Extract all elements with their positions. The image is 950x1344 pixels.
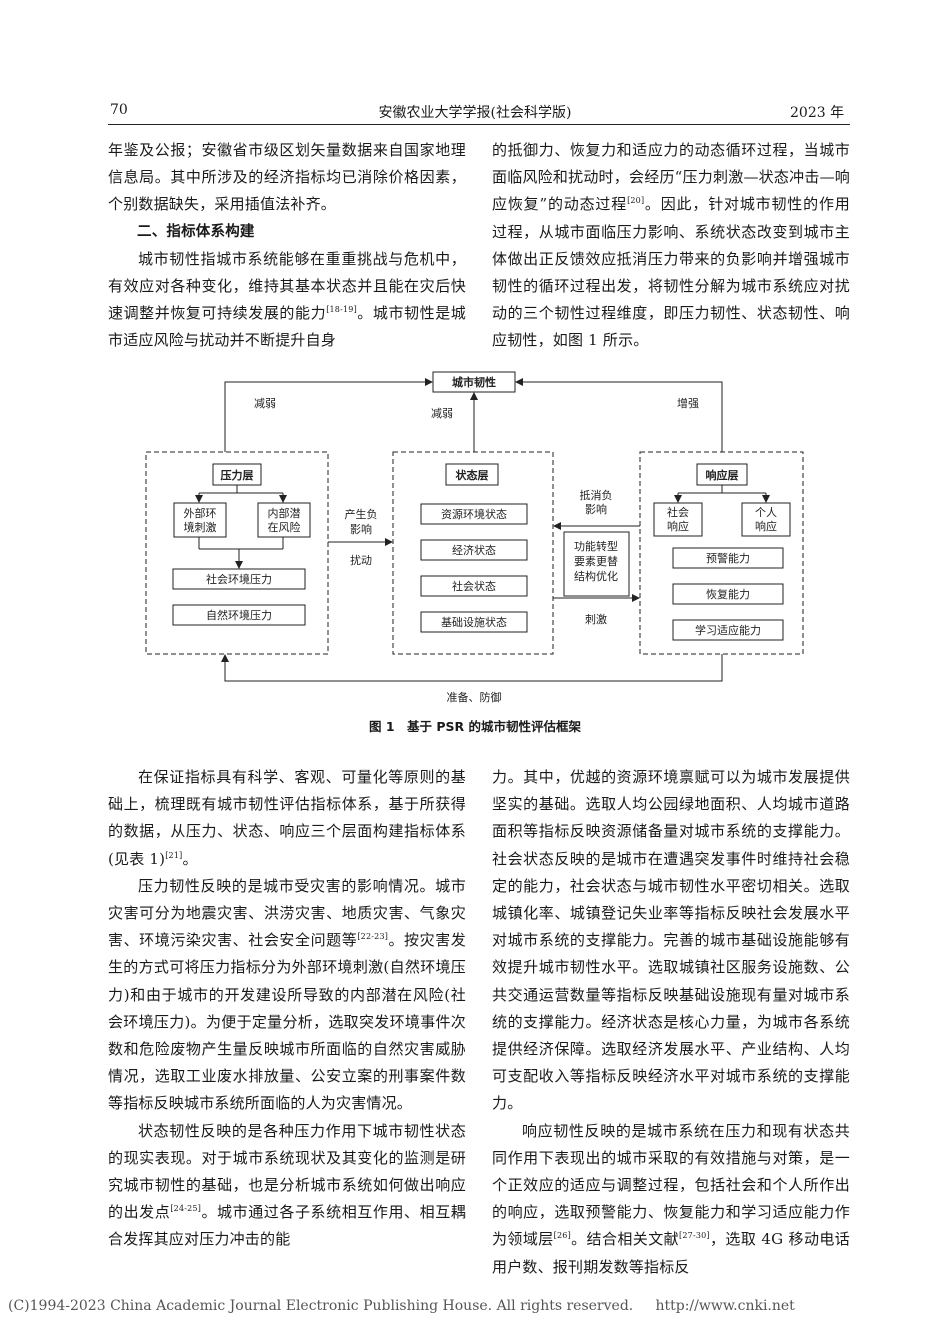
citation: [24-25]: [170, 1204, 202, 1214]
fig-label-disturb: 扰动: [350, 553, 372, 567]
fig-personal-response-2: 响应: [755, 519, 777, 533]
fig-state-item: 资源环境状态: [441, 507, 507, 521]
fig-top-label: 城市韧性: [452, 375, 496, 389]
fig-internal-2: 在风险: [268, 520, 301, 534]
fig-internal-1: 内部潜: [268, 506, 301, 520]
fig-social-response-1: 社会: [667, 505, 689, 519]
paragraph: 在保证指标具有科学、客观、可量化等原则的基础上，梳理既有城市韧性评估指标体系，基…: [108, 768, 466, 868]
header-rule: [108, 124, 850, 125]
citation: [20]: [627, 196, 645, 206]
fig-label-enhance: 增强: [677, 396, 699, 410]
fig-state-item: 经济状态: [452, 543, 496, 557]
pressure-layer-box: [145, 451, 329, 655]
bottom-right-column: 力。其中，优越的资源环境禀赋可以为城市发展提供坚实的基础。选取人均公园绿地面积、…: [492, 764, 850, 1281]
fig-response-item: 预警能力: [706, 551, 750, 565]
citation: [18-19]: [326, 305, 357, 315]
paragraph: 的抵御力、恢复力和适应力的动态循环过程，当城市面临风险和扰动时，会经历“压力刺激…: [492, 141, 850, 350]
fig-state-title: 状态层: [456, 468, 489, 482]
psr-framework-figure: 城市韧性 压力层 外部环 境刺激 内部潜 在风险 社会环境压力 自然环境压力 状…: [145, 371, 804, 704]
fig-label-offset-1: 抵消负: [580, 488, 613, 502]
figure-caption: 图 1 基于 PSR 的城市韧性评估框架: [368, 719, 582, 734]
top-right-column: 的抵御力、恢复力和适应力的动态循环过程，当城市面临风险和扰动时，会经历“压力刺激…: [492, 137, 850, 355]
fig-label-prepare: 准备、防御: [447, 690, 502, 704]
fig-external-2: 境刺激: [184, 520, 217, 534]
fig-label-stimulate: 刺激: [585, 612, 607, 626]
paragraph: 状态韧性反映的是各种压力作用下城市韧性状态的现实表现。对于城市系统现状及其变化的…: [108, 1121, 466, 1249]
fig-pressure-title: 压力层: [221, 468, 254, 482]
fig-response-item: 学习适应能力: [695, 623, 761, 637]
fig-middle-3: 结构优化: [574, 569, 618, 583]
journal-title: 安徽农业大学学报(社会科学版): [378, 105, 572, 121]
paragraph: 响应韧性反映的是城市系统在压力和现有状态共同作用下表现出的城市采取的有效措施与对…: [492, 1121, 850, 1276]
fig-response-item: 恢复能力: [706, 587, 750, 601]
citation: [26]: [553, 1231, 571, 1241]
fig-response-title: 响应层: [706, 468, 739, 482]
fig-natural-pressure: 自然环境压力: [206, 608, 272, 622]
transformation-box: [563, 531, 630, 597]
fig-social-pressure: 社会环境压力: [206, 572, 272, 586]
publication-year: 2023 年: [790, 105, 845, 121]
paragraph: 压力韧性反映的是城市受灾害的影响情况。城市灾害可分为地震灾害、洪涝灾害、地质灾害…: [108, 876, 466, 1113]
paragraph: 力。其中，优越的资源环境禀赋可以为城市发展提供坚实的基础。选取人均公园绿地面积、…: [492, 768, 850, 1113]
state-layer-box: [392, 451, 554, 655]
paragraph: 城市韧性指城市系统能够在重重挑战与危机中，有效应对各种变化，维持其基本状态并且能…: [108, 249, 466, 350]
citation: [27-30]: [679, 1231, 710, 1241]
page-number: 70: [110, 102, 128, 118]
fig-label-weaken-left: 减弱: [254, 397, 276, 410]
fig-label-weaken-mid: 减弱: [431, 407, 453, 420]
citation: [22-23]: [357, 932, 389, 942]
fig-state-item: 社会状态: [452, 579, 496, 593]
fig-label-produce-2: 影响: [350, 523, 372, 536]
fig-label-produce-1: 产生负: [345, 507, 378, 521]
fig-middle-2: 要素更替: [574, 554, 618, 568]
fig-state-item: 基础设施状态: [441, 615, 507, 629]
fig-social-response-2: 响应: [667, 519, 689, 533]
fig-personal-response-1: 个人: [755, 506, 777, 519]
fig-external-1: 外部环: [184, 506, 217, 520]
top-left-column: 年鉴及公报；安徽省市级区划矢量数据来自国家地理信息局。其中所涉及的经济指标均已消…: [108, 137, 466, 355]
citation: [21]: [165, 850, 183, 860]
fig-label-offset-2: 影响: [585, 503, 607, 516]
copyright-footer: (C)1994-2023 China Academic Journal Elec…: [8, 1298, 795, 1314]
section-heading: 二、指标体系构建: [137, 223, 255, 240]
bottom-left-column: 在保证指标具有科学、客观、可量化等原则的基础上，梳理既有城市韧性评估指标体系，基…: [108, 764, 466, 1254]
paragraph: 年鉴及公报；安徽省市级区划矢量数据来自国家地理信息局。其中所涉及的经济指标均已消…: [108, 141, 466, 214]
fig-middle-1: 功能转型: [574, 539, 618, 553]
